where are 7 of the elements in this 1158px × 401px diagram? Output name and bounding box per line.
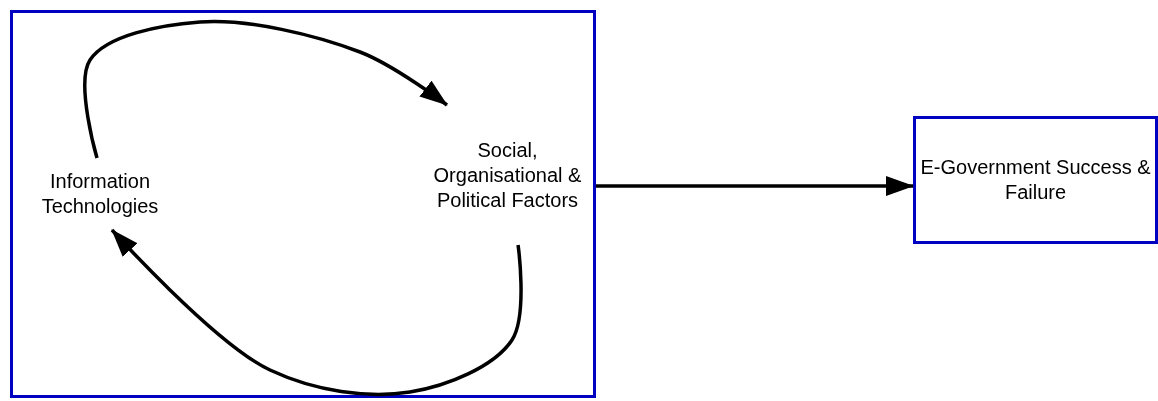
arrow [596, 176, 914, 196]
factor-label: Information Technologies [25, 158, 175, 230]
arrow [110, 228, 523, 397]
factor-label: Social, Organisational & Political Factors [425, 105, 590, 245]
outcome-box: E-Government Success & Failure [913, 116, 1158, 244]
arrow [83, 19, 448, 159]
system-box [10, 10, 596, 398]
